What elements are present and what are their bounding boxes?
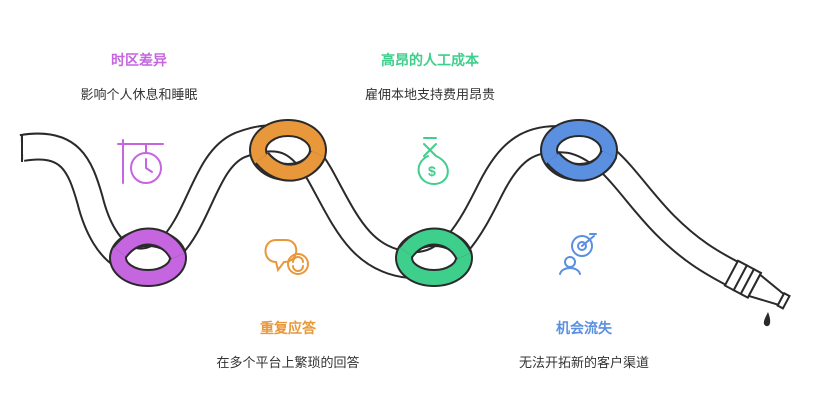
money-bag-icon: $	[417, 137, 449, 186]
svg-text:$: $	[428, 163, 436, 179]
clock-sign-icon	[117, 139, 164, 184]
item-title-time-difference: 时区差异	[111, 53, 167, 69]
item-desc-repetitive-responses: 在多个平台上繁琐的回答	[216, 356, 360, 371]
knot-purple	[109, 227, 187, 287]
item-desc-high-labor-cost: 雇佣本地支持费用昂贵	[364, 88, 496, 103]
item-title-high-labor-cost: 高昂的人工成本	[381, 53, 479, 69]
knot-orange	[249, 119, 327, 182]
water-drop	[763, 312, 771, 327]
item-desc-time-difference: 影响个人休息和睡眠	[80, 88, 198, 103]
item-title-repetitive-responses: 重复应答	[260, 321, 316, 337]
knot-blue	[540, 119, 618, 182]
hose-nozzle	[723, 259, 791, 310]
repeat-chat-icon	[264, 239, 309, 275]
item-title-lost-opportunities: 机会流失	[556, 321, 612, 337]
item-desc-lost-opportunities: 无法开拓新的客户渠道	[518, 356, 650, 371]
target-person-icon	[559, 233, 597, 275]
knot-green	[395, 227, 473, 287]
